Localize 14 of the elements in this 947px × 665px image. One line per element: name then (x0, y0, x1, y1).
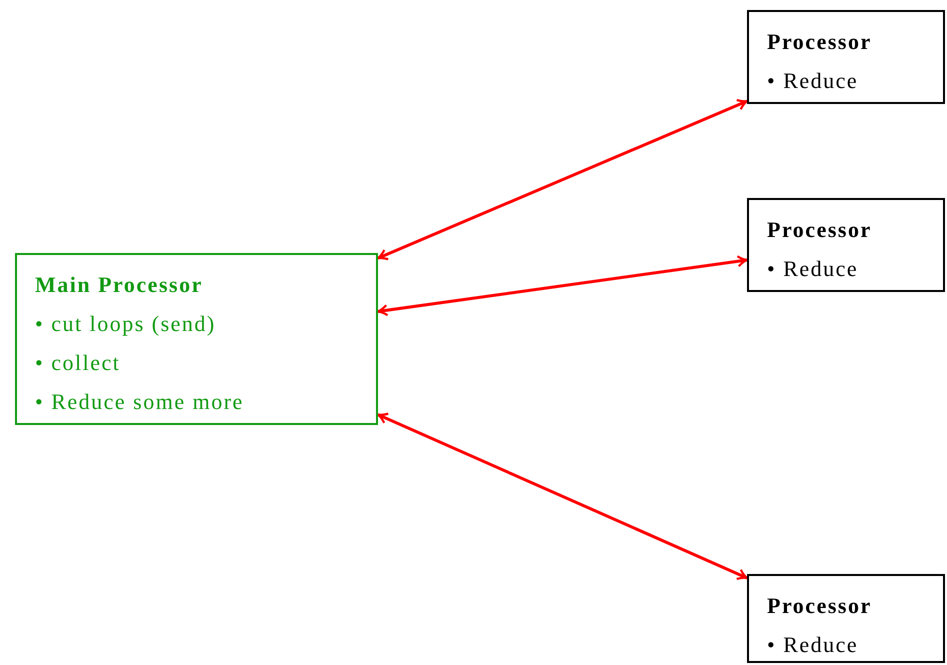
box-heading: Processor (767, 28, 873, 56)
process-box (747, 198, 945, 292)
box-heading: Processor (767, 216, 873, 244)
process-box (747, 10, 945, 104)
box-heading: Main Processor (35, 271, 204, 299)
box-heading: Processor (767, 592, 873, 620)
process-box (747, 574, 945, 663)
list-item: • Reduce (767, 67, 860, 95)
process-box (15, 253, 378, 425)
list-item: • Reduce (767, 255, 860, 283)
list-item: • collect (35, 349, 122, 377)
list-item: • cut loops (send) (35, 310, 217, 338)
list-item: • Reduce (767, 631, 860, 659)
list-item: • Reduce some more (35, 388, 245, 416)
